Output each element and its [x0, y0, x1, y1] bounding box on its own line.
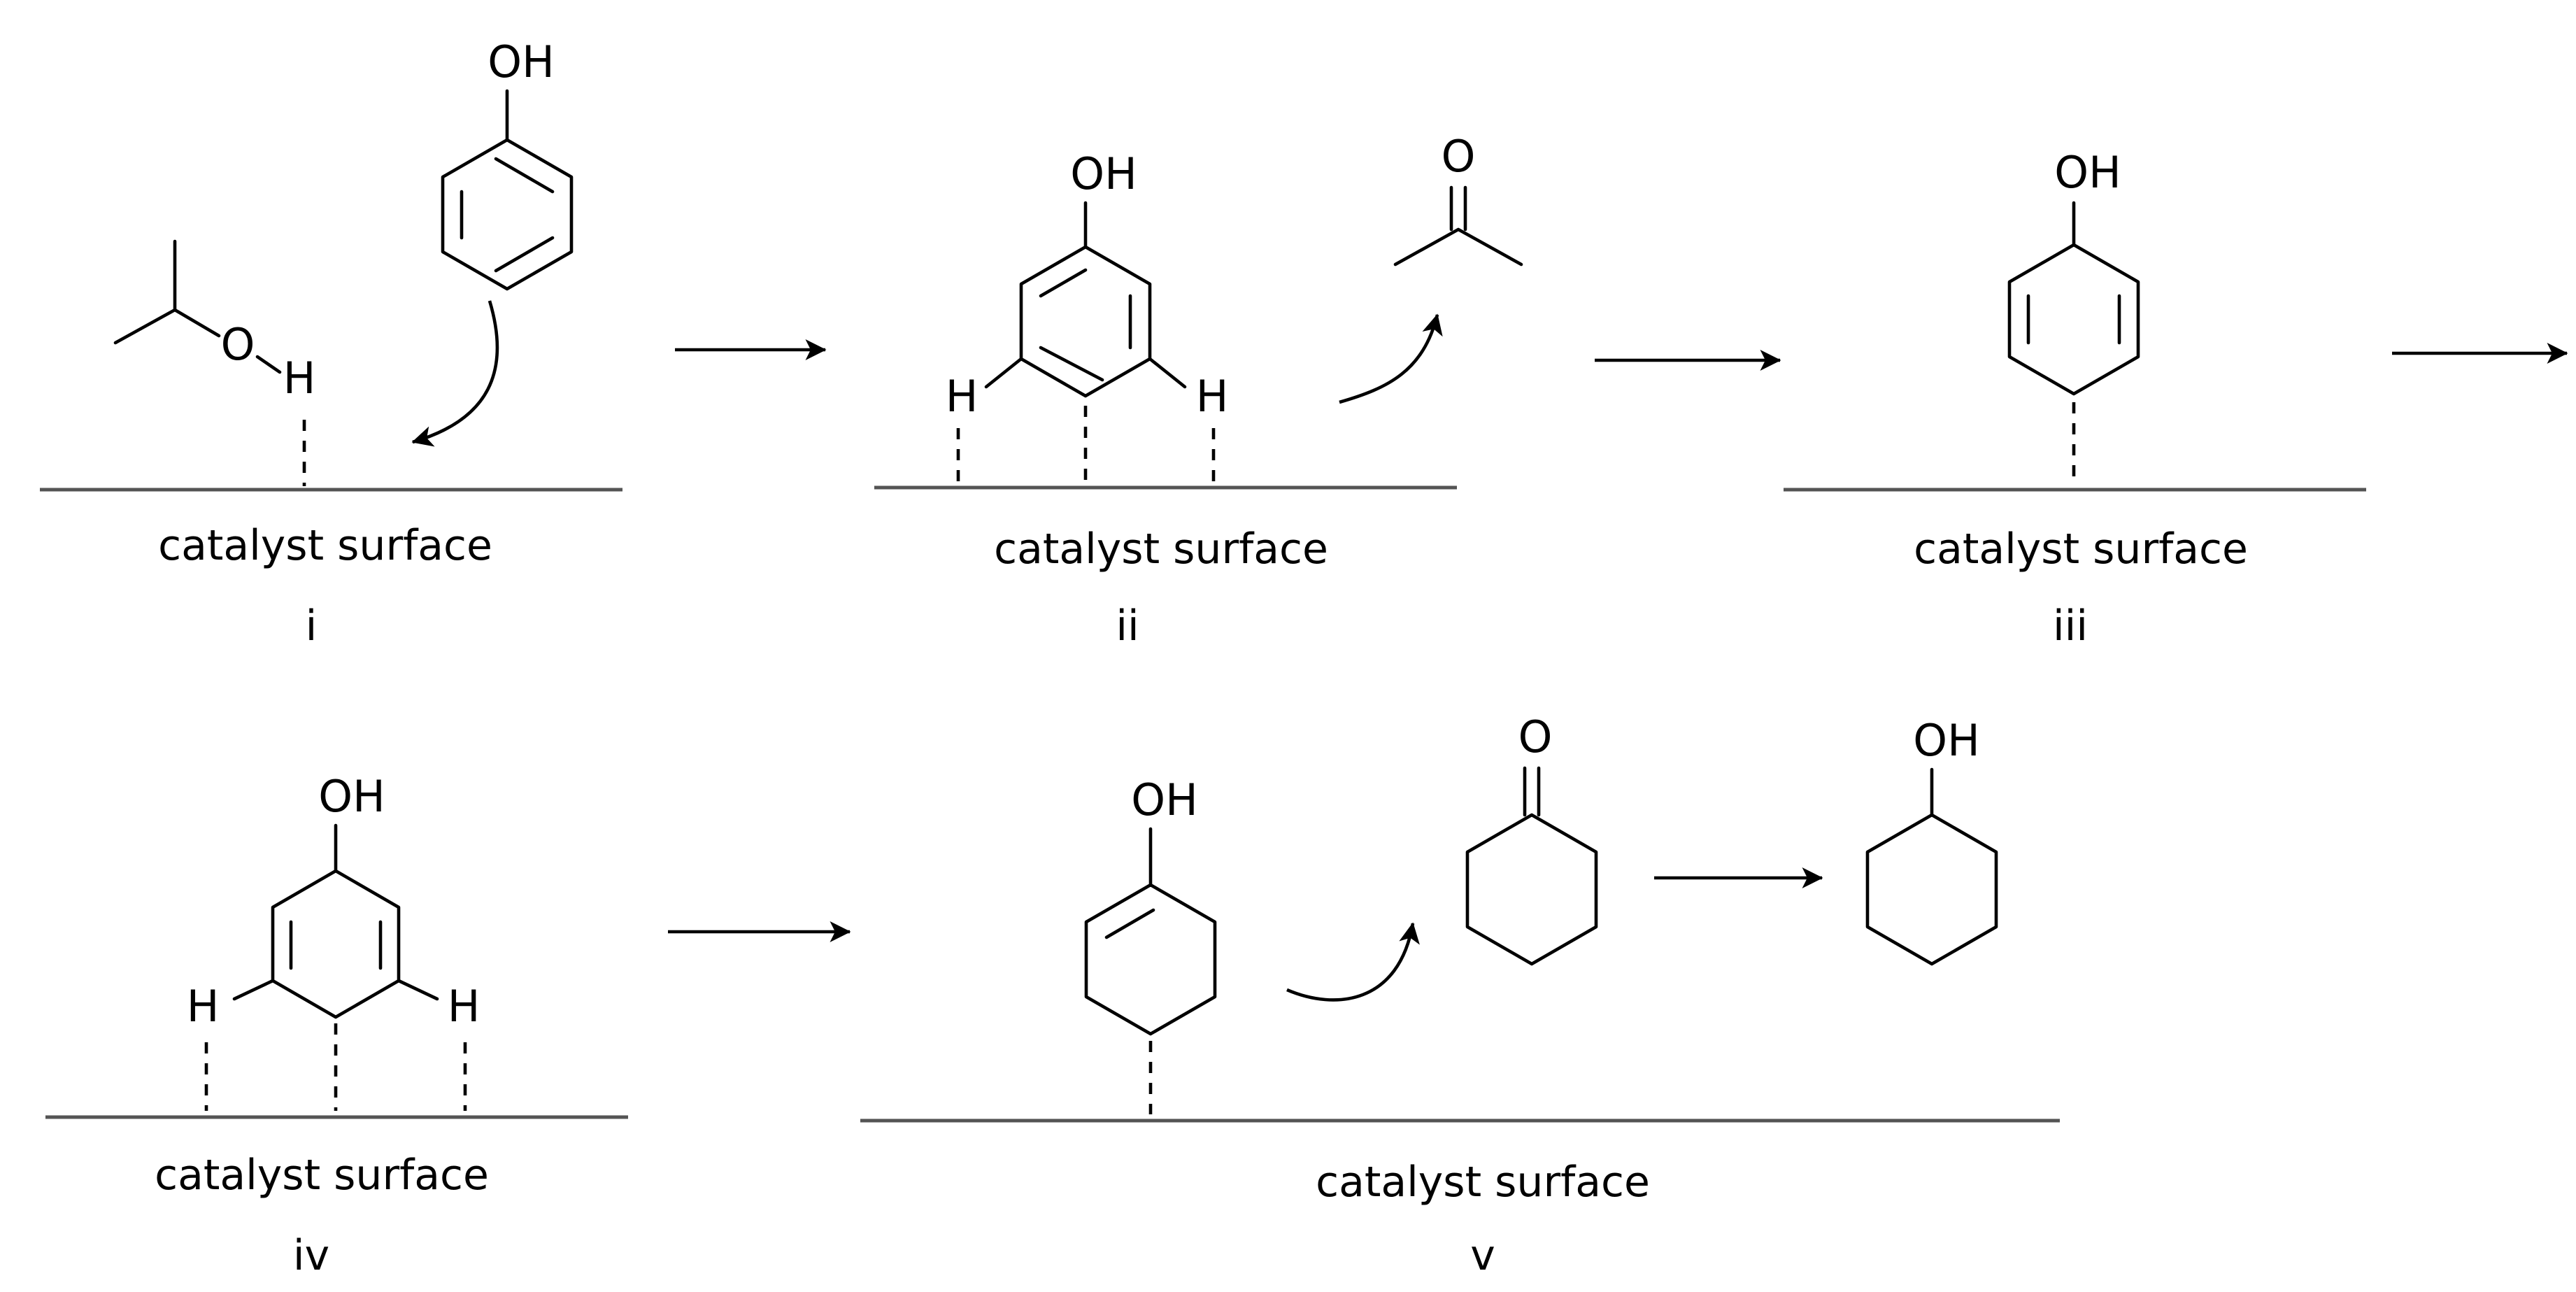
catalyst-surface-label: catalyst surface: [155, 1151, 489, 1200]
phenol-molecule: OH: [441, 36, 574, 291]
panel-iv: OH H H catalyst surface iv: [45, 771, 628, 1280]
catalyst-surface-label: catalyst surface: [994, 525, 1328, 574]
adsorption-arrow: [411, 300, 499, 447]
panel-v: OH O OH catalyst surface v: [860, 711, 2060, 1280]
panel-i: O H OH catalyst surface i: [40, 36, 622, 651]
cyclohexanol-molecule: OH: [1865, 715, 1998, 966]
alcohol-hydroxyl: OH: [1913, 715, 1979, 766]
acetone-oxygen: O: [1442, 131, 1476, 182]
ring-hydrogen-left: H: [187, 981, 220, 1032]
step-numeral: v: [1470, 1231, 1495, 1280]
cyclohexenol-adsorbed-molecule: OH: [1084, 774, 1217, 1036]
isopropanol-oxygen: O: [221, 319, 255, 370]
step-numeral: ii: [1116, 602, 1139, 651]
panel-iii: OH catalyst surface iii: [1784, 147, 2366, 651]
panel-ii: OH H H O catalyst surface ii: [874, 131, 1523, 651]
ring-hydrogen-right: H: [1196, 371, 1229, 422]
cyclohexadienol-molecule: OH H H: [187, 771, 481, 1032]
phenol-hydroxyl: OH: [488, 36, 554, 87]
phenol-hydroxyl: OH: [1070, 148, 1137, 199]
isopropanol-molecule: O H: [113, 239, 316, 404]
ketone-oxygen: O: [1518, 711, 1553, 762]
isopropanol-hydrogen: H: [283, 353, 316, 404]
acetone-molecule: O: [1393, 131, 1523, 267]
step-numeral: iii: [2053, 602, 2088, 651]
tautomerization-arrow: [1286, 922, 1420, 1002]
ring-hydrogen-right: H: [448, 981, 481, 1032]
enol-hydroxyl: OH: [1131, 774, 1197, 825]
catalyst-surface-label: catalyst surface: [158, 521, 492, 570]
catalyst-surface-label: catalyst surface: [1316, 1158, 1650, 1207]
dienol-hydroxyl: OH: [318, 771, 385, 822]
cyclohexadienol-adsorbed-molecule: OH: [2007, 147, 2140, 396]
ring-hydrogen-left: H: [946, 371, 979, 422]
catalyst-surface-label: catalyst surface: [1914, 525, 2248, 574]
step-numeral: i: [306, 602, 318, 651]
step-numeral: iv: [293, 1231, 329, 1280]
cyclohexanone-molecule: O: [1465, 711, 1598, 966]
desorption-arrow: [1339, 313, 1443, 404]
phenol-adsorbed-molecule: OH H H: [946, 148, 1229, 422]
dienol-hydroxyl: OH: [2054, 147, 2121, 198]
